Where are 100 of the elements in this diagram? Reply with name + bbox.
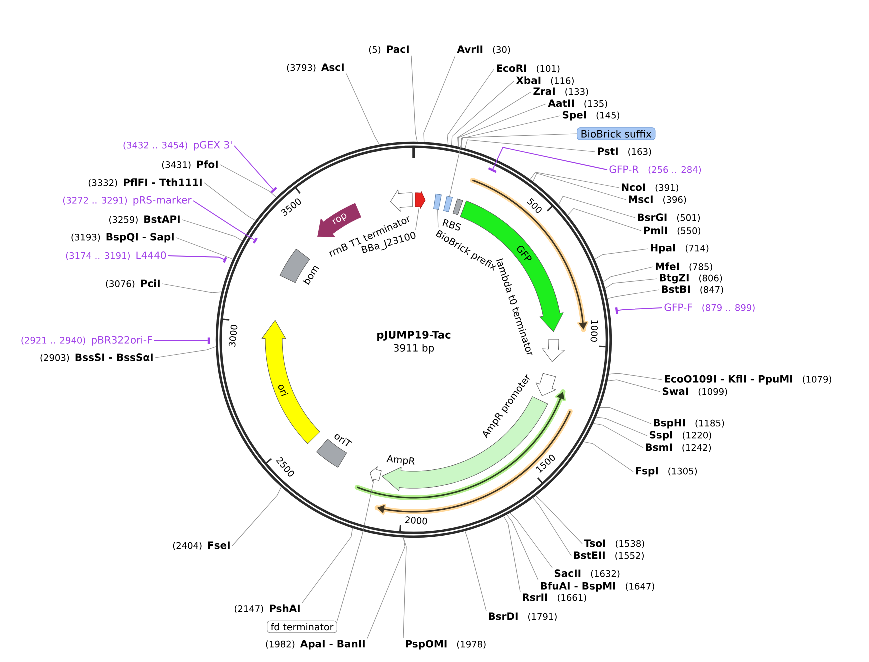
leader-line (204, 182, 256, 222)
leader-line (596, 417, 648, 436)
site-label: BfuAI - BspMI (1647) (541, 582, 654, 592)
site-label: EcoO109I - KflI - PpuMI (1079) (665, 375, 832, 385)
site-label: (3259) BstAPI (110, 216, 180, 224)
primer-label: (3174 .. 3191) L4440 (66, 252, 166, 260)
leader-line (464, 531, 487, 612)
site-label: (1982) ApaI - BanII (266, 640, 365, 650)
leader-line (403, 538, 407, 639)
leader-line (462, 116, 561, 148)
plasmid-size: 3911 bp (394, 344, 434, 354)
leader-line (438, 209, 439, 228)
primer-mark (208, 338, 210, 344)
leader-line (605, 278, 658, 290)
site-label: (3431) PfoI (162, 160, 218, 170)
leader-line (193, 200, 256, 241)
leader-line (447, 68, 495, 146)
leader-line (603, 266, 654, 282)
feature-label: AmpR (386, 455, 415, 466)
leader-line (449, 134, 578, 198)
leader-line (155, 346, 216, 358)
site-label: BtgZI (806) (660, 274, 722, 284)
site-label: TsoI (1538) (584, 540, 644, 548)
site-label: PstI (163) (598, 148, 652, 156)
tick-label: 1000 (590, 320, 598, 342)
leader-line (162, 284, 222, 294)
leader-line (220, 164, 277, 198)
site-label: PspOMI (1978) (406, 640, 486, 650)
site-label: FspI (1305) (636, 467, 698, 477)
site-label: (2903) BssSI - BssSαI (40, 354, 153, 362)
primer-mark (270, 186, 278, 194)
leader-line (492, 147, 608, 170)
site-label: (3793) AscI (287, 64, 344, 72)
feature-tag: fd terminator (267, 620, 338, 634)
primer-mark (488, 168, 497, 174)
leader-line (532, 498, 572, 556)
primer-label: (2921 .. 2940) pBR322ori-F (22, 336, 152, 346)
leader-line (232, 486, 282, 546)
tick-label: 500 (527, 198, 542, 214)
site-label: MscI (396) (629, 196, 686, 204)
leader-line (337, 482, 374, 622)
site-label: SacII (1632) (554, 570, 620, 578)
leader-line (234, 146, 274, 190)
leader-line (536, 496, 583, 544)
leader-line (176, 238, 234, 260)
leader-line (411, 56, 418, 142)
site-label: BspHI (1185) (654, 419, 724, 429)
feature-box (434, 194, 442, 210)
primer-label: GFP-R (256 .. 284) (610, 166, 702, 174)
site-label: PmlI (550) (644, 226, 701, 236)
feature-block: rop (318, 203, 362, 238)
site-label: AatII (135) (548, 100, 608, 108)
leader-line (607, 290, 660, 300)
primer-mark (253, 238, 258, 244)
leader-line (458, 104, 547, 148)
feature-label: RBS (442, 219, 462, 231)
feature-block (415, 191, 426, 209)
leader-line (607, 380, 661, 392)
leader-line (594, 248, 649, 260)
feature-block (370, 466, 382, 483)
site-label: (5) PacI (369, 46, 409, 54)
site-label: BsrDI (1791) (489, 612, 557, 622)
primer-label: GFP-F (879 .. 899) (664, 304, 755, 312)
site-label: ZraI (133) (534, 88, 588, 96)
site-label: SspI (1220) (650, 431, 712, 441)
leader-line (618, 308, 663, 312)
site-label: BstBI (847) (662, 286, 724, 294)
leader-line (584, 442, 634, 472)
leader-line (510, 512, 553, 568)
leader-line (168, 256, 225, 260)
primer-mark (223, 257, 228, 264)
leader-line (558, 196, 636, 218)
leader-line (600, 407, 652, 424)
site-label: (2147) PshAI (234, 604, 300, 614)
plasmid-name: pJUMP19-Tac (378, 331, 451, 341)
leader-line (302, 528, 354, 604)
leader-line (464, 140, 596, 152)
site-label: (2404) FseI (173, 542, 230, 550)
tick-label: 2000 (405, 516, 428, 525)
leader-line (452, 80, 515, 146)
leader-line (182, 220, 243, 242)
feature-label: oriT (334, 434, 352, 447)
feature-box (444, 196, 453, 212)
leader-line (568, 208, 642, 232)
site-label: (3193) BspQI - SapI (72, 233, 174, 243)
site-label: SwaI (1099) (662, 388, 728, 396)
feature-block (536, 373, 556, 396)
leader-line (504, 516, 521, 592)
leader-line (608, 373, 663, 380)
site-label: (3076) PciI (106, 280, 160, 288)
site-label: BstEII (1552) (574, 552, 644, 560)
leader-line (154, 340, 208, 342)
site-label: EcoRI (101) (497, 64, 560, 74)
site-label: RsrII (1661) (523, 594, 586, 602)
leader-line (346, 74, 380, 146)
site-label: XbaI (116) (516, 76, 574, 86)
feature-tag: BioBrick suffix (577, 128, 656, 140)
leader-line (530, 172, 620, 188)
site-label: MfeI (785) (656, 262, 712, 272)
primer-mark (615, 307, 618, 314)
